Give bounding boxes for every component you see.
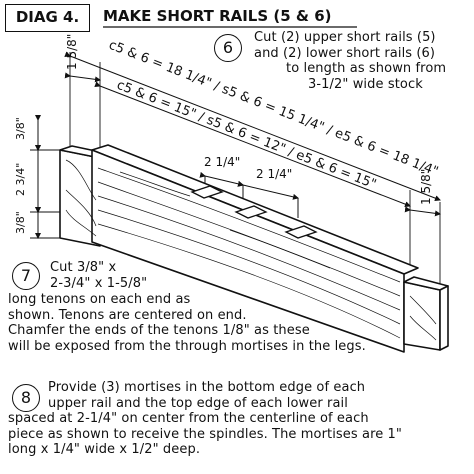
mortises — [190, 185, 318, 239]
step-6-line-4: 3-1/2" wide stock — [308, 76, 423, 92]
step-7-line-6: will be exposed from the through mortise… — [8, 338, 366, 354]
step-8-line-5: long x 1/4" wide x 1/2" deep. — [8, 442, 201, 457]
step-8-line-3: spaced at 2-1/4" on center from the cent… — [8, 411, 369, 426]
step-8-badge: 8 — [12, 384, 40, 412]
step-6-line-3: to length as shown from — [286, 61, 447, 76]
mortise-spacing-1-label: 2 1/4" — [204, 155, 240, 169]
tenon-height-label: 2 3/4" — [14, 163, 27, 196]
mortise-2 — [234, 205, 268, 219]
step-7-line-4: shown. Tenons are centered on end. — [8, 307, 247, 323]
step-6-text: Cut (2) upper short rails (5) and (2) lo… — [254, 30, 446, 92]
step-6-line-2: and (2) lower short rails (6) — [254, 45, 436, 61]
mortise-spacing-2-label: 2 1/4" — [256, 167, 292, 181]
tenon-offset-bottom-label: 3/8" — [14, 211, 27, 234]
mortise-1 — [190, 185, 224, 199]
step-7-line-3: long tenons on each end as — [8, 292, 191, 307]
step-8-line-2: upper rail and the top edge of each lowe… — [48, 395, 348, 411]
diagram-label: DIAG 4. — [5, 4, 90, 32]
dimension-lines — [30, 51, 441, 239]
tenon-length-right-label: 1 5/8" — [419, 169, 433, 205]
step-6-badge: 6 — [214, 34, 242, 62]
step-8-body: spaced at 2-1/4" on center from the cent… — [8, 411, 402, 458]
mortise-3 — [284, 225, 318, 239]
right-tenon-face — [403, 281, 441, 351]
step-7-head: Cut 3/8" x 2-3/4" x 1-5/8" — [50, 260, 147, 291]
right-tenon-side — [439, 285, 449, 351]
step-8-line-1: Provide (3) mortises in the bottom edge … — [48, 380, 366, 395]
wood-grain — [65, 159, 437, 341]
step-7-line-2: 2-3/4" x 1-5/8" — [50, 275, 148, 291]
step-7-line-5: Chamfer the ends of the tenons 1/8" as t… — [8, 323, 310, 338]
step-6-line-1: Cut (2) upper short rails (5) — [254, 30, 436, 45]
step-7-line-1: Cut 3/8" x — [50, 260, 117, 275]
tenon-offset-top-label: 3/8" — [14, 117, 27, 140]
step-8-line-4: piece as shown to receive the spindles. … — [8, 426, 403, 442]
step-7-body: long tenons on each end as shown. Tenons… — [8, 292, 366, 354]
diagram-title: MAKE SHORT RAILS (5 & 6) — [103, 7, 332, 25]
tenon-length-top-label: 1 5/8" — [65, 34, 79, 70]
step-8-head: Provide (3) mortises in the bottom edge … — [48, 380, 365, 411]
step-7-badge: 7 — [12, 262, 40, 290]
